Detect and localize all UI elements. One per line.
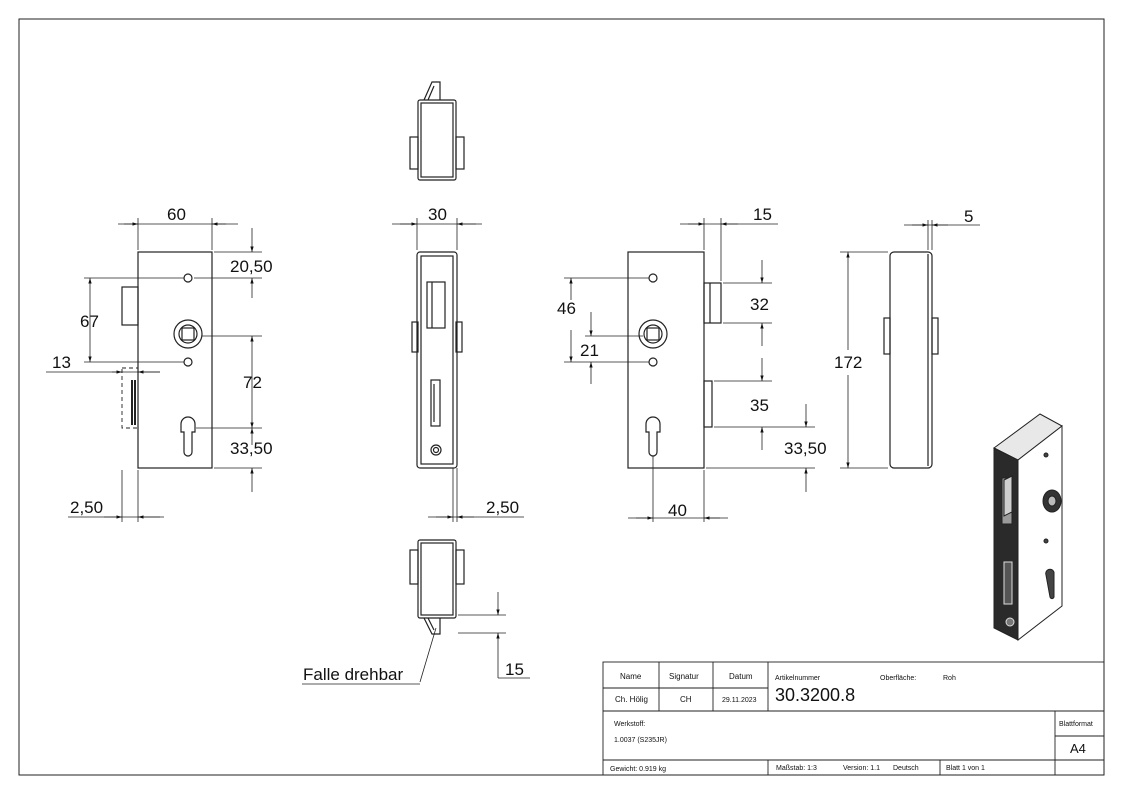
dim-cylinder-72: 72 [243, 373, 262, 392]
back-view-labels: 15 46 21 32 35 33,50 40 [557, 205, 827, 520]
title-block [602, 661, 1105, 776]
front-view-dimensions [46, 218, 262, 522]
drawing-border [18, 18, 1105, 776]
dim-bottom-3350: 33,50 [230, 439, 273, 458]
back-view-dimensions [564, 218, 815, 522]
callout-falle-drehbar: Falle drehbar [303, 665, 404, 684]
front-view-labels: 60 20,50 67 13 72 33,50 2,50 [52, 205, 273, 517]
dim-side-plate-250: 2,50 [486, 498, 519, 517]
tb-article-label: Artikelnummer [775, 675, 821, 682]
back-view [627, 251, 722, 469]
top-view [409, 81, 465, 181]
right-view-dimensions [840, 220, 980, 469]
tb-signature-header: Signatur [669, 672, 699, 681]
right-view-labels: 5 172 [834, 207, 973, 372]
tb-article-number: 30.3200.8 [775, 685, 855, 705]
tb-version: Version: 1.1 [843, 765, 880, 772]
dim-bolt-35: 35 [750, 396, 769, 415]
dim-holes-67: 67 [80, 312, 99, 331]
dim-holes-46: 46 [557, 299, 576, 318]
tb-signature-value: CH [680, 695, 692, 704]
dim-width-30: 30 [428, 205, 447, 224]
tb-date-header: Datum [729, 672, 753, 681]
tb-name-header: Name [620, 672, 642, 681]
side-view-labels: 30 2,50 [428, 205, 519, 517]
dim-back-bottom-3350: 33,50 [784, 439, 827, 458]
tb-scale: Maßstab: 1:3 [776, 765, 817, 772]
tb-language: Deutsch [893, 765, 919, 772]
dim-depth-5: 5 [964, 207, 973, 226]
side-view-dimensions [392, 218, 524, 522]
tb-format-value: A4 [1070, 741, 1086, 756]
bottom-view [409, 539, 465, 635]
dim-latch-32: 32 [750, 295, 769, 314]
tb-weight: Gewicht: 0.919 kg [610, 766, 666, 773]
tb-surface-label: Oberfläche: [880, 675, 916, 682]
dim-offset-21: 21 [580, 341, 599, 360]
right-view [883, 251, 939, 469]
bottom-view-dimensions [302, 592, 530, 685]
dim-top-hole: 20,50 [230, 257, 273, 276]
tb-surface-value: Roh [943, 675, 956, 682]
tb-sheet: Blatt 1 von 1 [946, 765, 985, 772]
dim-projection-15: 15 [753, 205, 772, 224]
dim-latch-15: 15 [505, 660, 524, 679]
tb-date-value: 29.11.2023 [722, 697, 757, 704]
title-block-text: Name Signatur Datum Ch. Hölig CH 29.11.2… [610, 672, 1093, 773]
dim-plate-250: 2,50 [70, 498, 103, 517]
dim-height-172: 172 [834, 353, 862, 372]
tb-name-value: Ch. Hölig [615, 695, 648, 704]
dim-width-60: 60 [167, 205, 186, 224]
front-view [121, 251, 213, 469]
tb-format-label: Blattformat [1059, 721, 1093, 728]
dim-cyl-40: 40 [668, 501, 687, 520]
bottom-view-labels: 15 Falle drehbar [303, 660, 524, 684]
side-view [411, 251, 463, 469]
tb-material-label: Werkstoff: [614, 721, 645, 728]
isometric-view [993, 413, 1063, 642]
tb-material-value: 1.0037 (S235JR) [614, 737, 667, 744]
dim-backset-13: 13 [52, 353, 71, 372]
